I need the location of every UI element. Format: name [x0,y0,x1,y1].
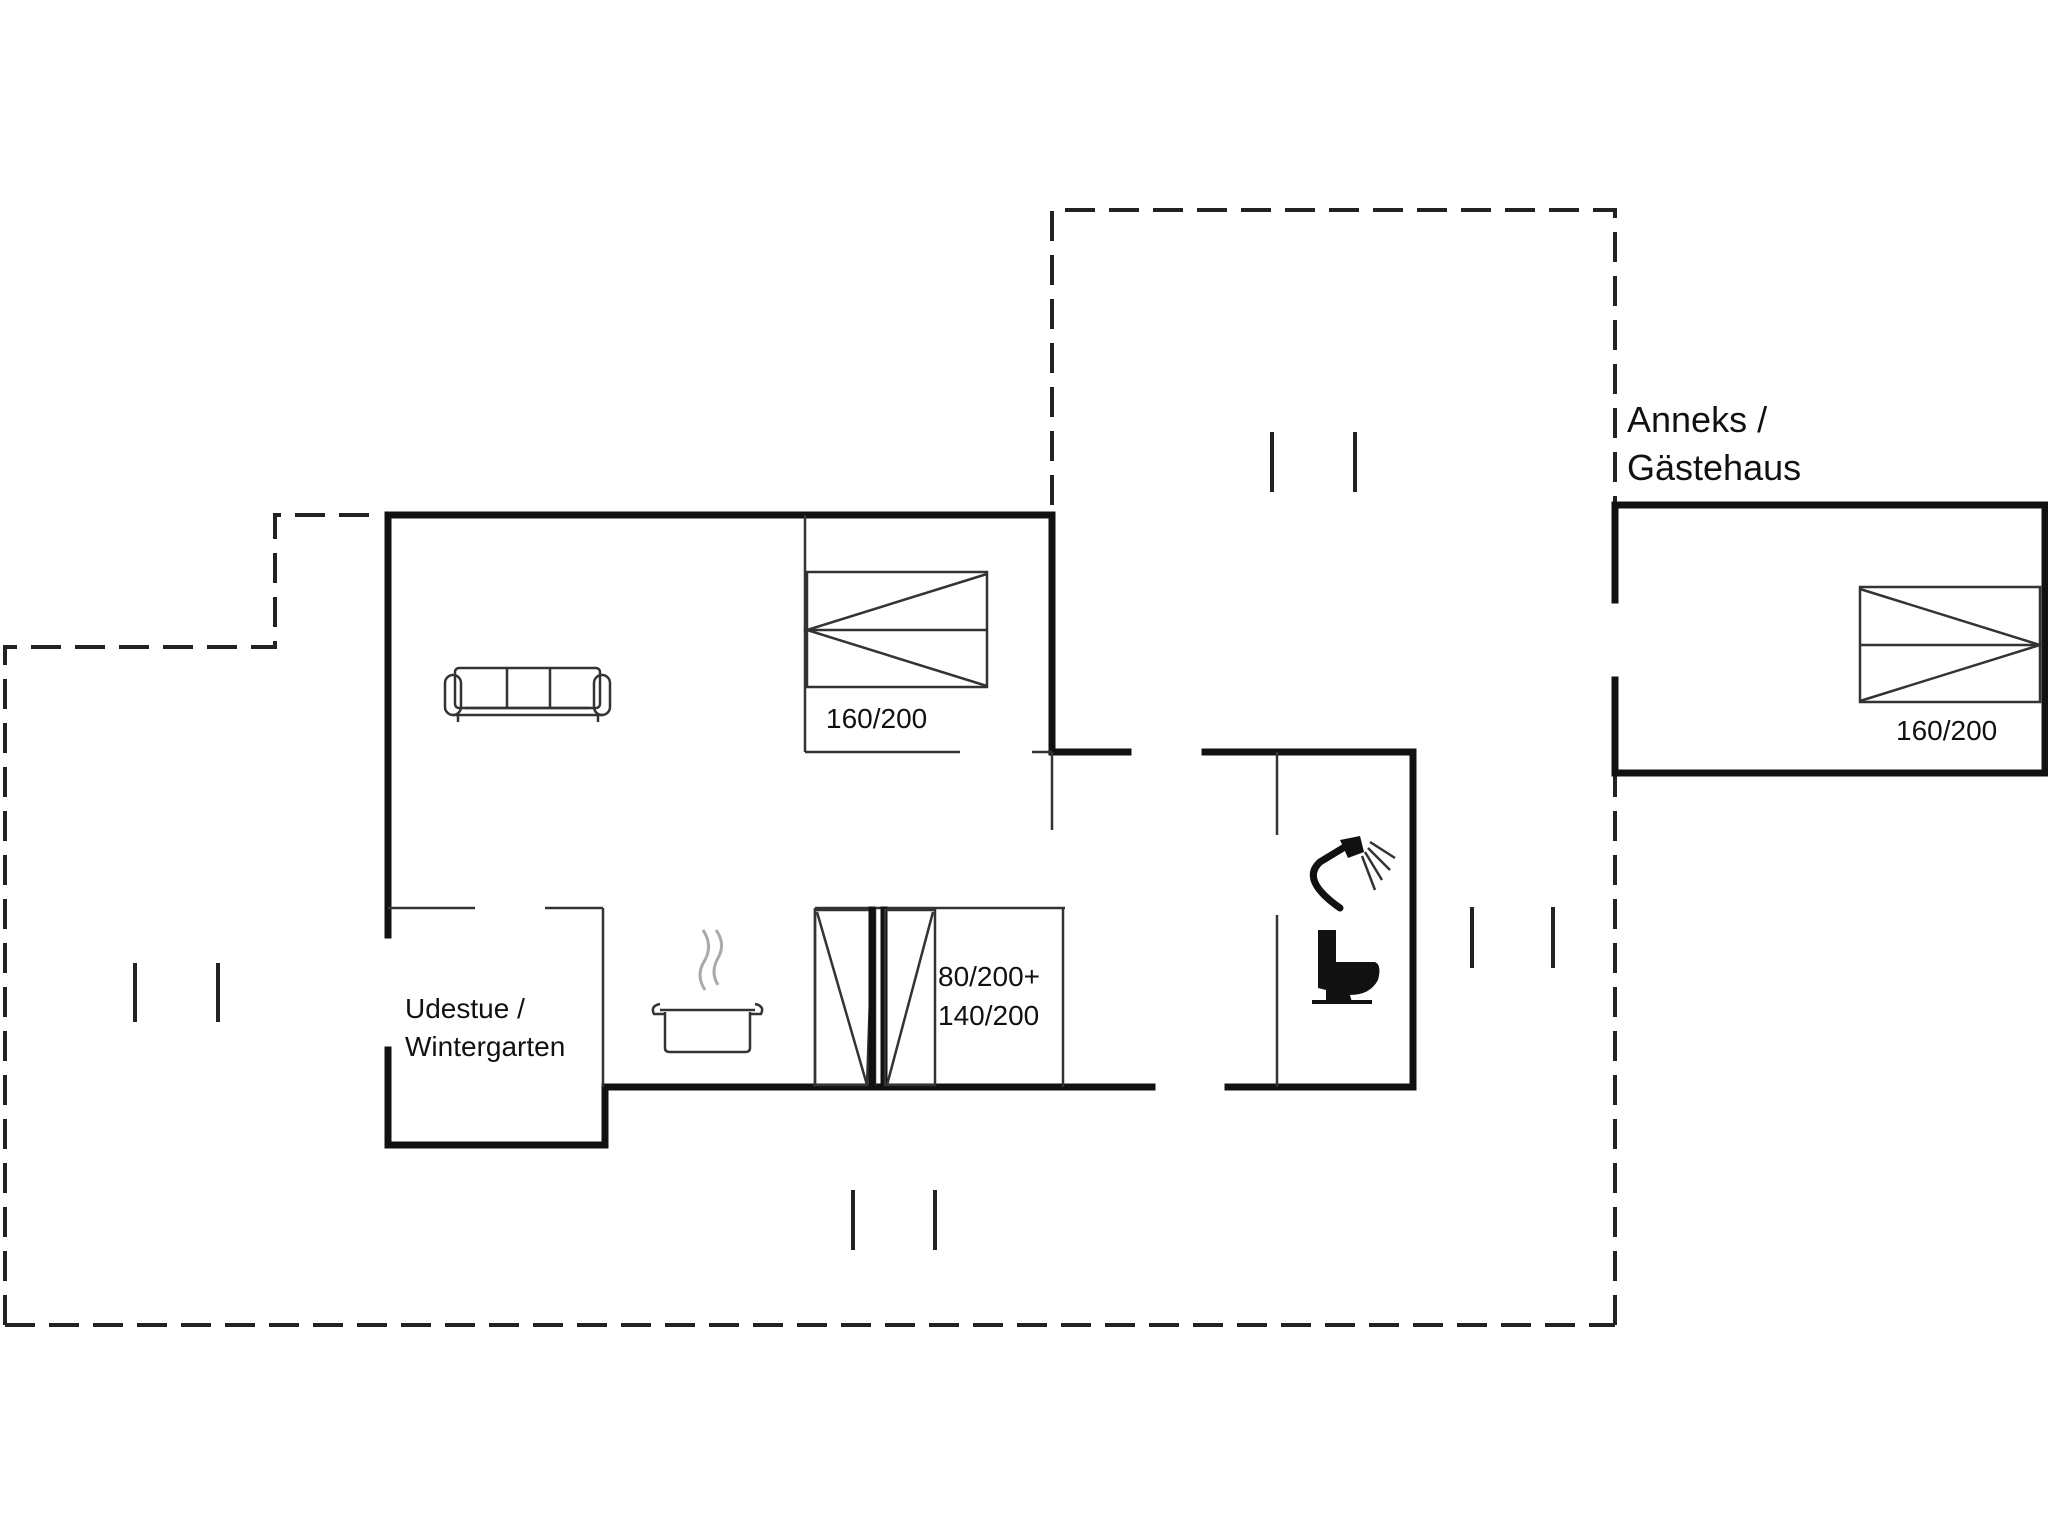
main-house-walls [384,511,1417,1149]
annex-walls [1611,501,2048,777]
double-bed-icon [802,570,989,689]
bunk-bed-icon [813,906,937,1091]
bunk-size-line1: 80/200+ [938,961,1040,992]
bed-size-main: 160/200 [826,703,927,734]
toilet-icon [1312,930,1380,1004]
sofa-icon [443,666,612,722]
sunroom-label-line2: Wintergarten [405,1031,565,1062]
double-bed-icon [1858,585,2045,704]
bed-size-annex: 160/200 [1896,715,1997,746]
bunk-size-line2: 140/200 [938,1000,1039,1031]
annex-label-line1: Anneks / [1627,399,1767,440]
sunroom-label-line1: Udestue / [405,993,525,1024]
cooking-pot-icon [651,929,764,1054]
shower-icon [1309,836,1396,912]
terrace-marks [133,432,1555,1250]
annex-label-line2: Gästehaus [1627,447,1801,488]
terrace-outline [3,208,1617,1327]
